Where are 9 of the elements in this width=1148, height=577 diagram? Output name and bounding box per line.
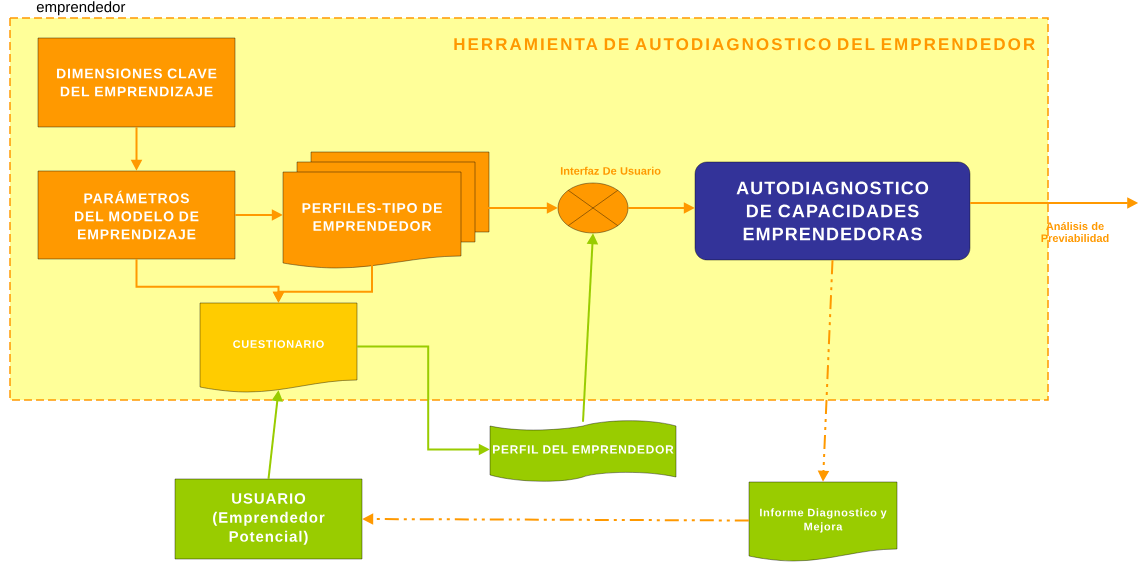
- edge-label: Análisis de Previabilidad: [1041, 221, 1109, 243]
- stacked-document: PERFILES-TIPO DE EMPRENDEDOR: [282, 151, 490, 269]
- user-box: USUARIO (Emprendedor Potencial): [174, 478, 363, 560]
- process-box: DIMENSIONES CLAVE DEL EMPRENDIZAJE: [37, 37, 236, 128]
- node-caption: Interfaz De Usuario: [560, 166, 661, 175]
- process-box: PARÁMETROS DEL MODELO DE EMPRENDIZAJE: [37, 170, 236, 260]
- heading-text: emprendedor: [36, 1, 126, 16]
- junction-circle: [557, 182, 629, 234]
- process-box: AUTODIAGNOSTICO DE CAPACIDADES EMPRENDEDORAS: [694, 161, 971, 261]
